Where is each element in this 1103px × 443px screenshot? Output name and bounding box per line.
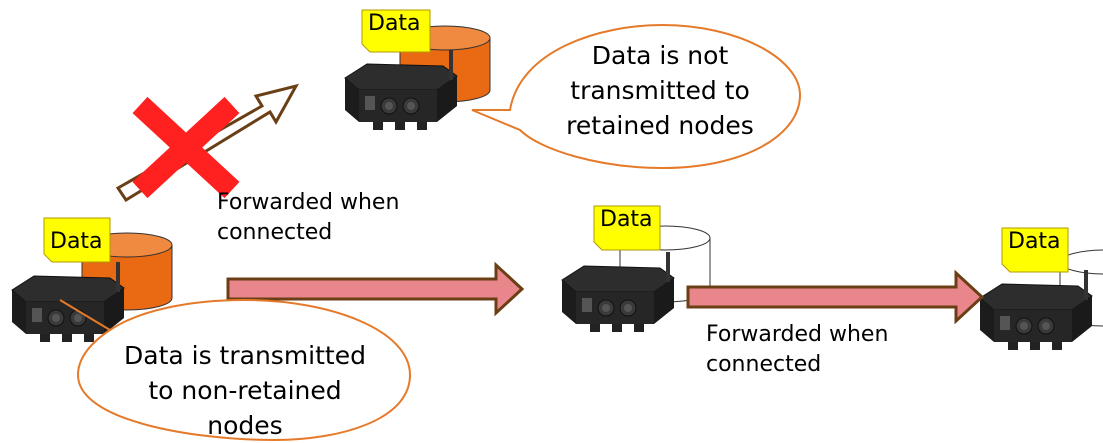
bubble-top-line: retained nodes — [566, 111, 754, 140]
bubble-bottom-text: Data is transmitted to non-retained node… — [95, 338, 395, 443]
source-node-left — [11, 217, 173, 343]
speech-bubble-top — [471, 23, 802, 170]
upper-forward-label: Forwarded when connected — [217, 188, 399, 248]
speech-bubble-bottom — [59, 298, 412, 442]
data-badge-icon — [593, 205, 661, 251]
bubble-top-line: Data is not — [591, 41, 729, 70]
non-retained-node-right — [979, 227, 1103, 351]
bubble-bottom-line: to non-retained — [148, 376, 342, 405]
data-badge-icon — [43, 217, 111, 263]
lower-forward-label-line: Forwarded when — [706, 322, 889, 347]
bubble-bottom-line: nodes — [207, 411, 283, 440]
blocked-cross-icon — [132, 96, 240, 199]
lower-forward-label-line: connected — [706, 352, 822, 377]
upper-forward-label-line: connected — [217, 220, 333, 245]
bubble-bottom-line: Data is transmitted — [124, 341, 366, 370]
data-label: Data — [1008, 229, 1061, 254]
data-label: Data — [600, 207, 653, 232]
forward-arrow-2 — [686, 269, 985, 325]
retained-node-top — [344, 9, 491, 131]
bubble-top-line: transmitted to — [570, 76, 750, 105]
bubble-top-text: Data is not transmitted to retained node… — [560, 38, 760, 143]
data-badge-icon — [1001, 227, 1069, 273]
upper-forward-label-line: Forwarded when — [217, 190, 400, 215]
data-label: Data — [368, 11, 421, 36]
data-badge-icon — [361, 9, 431, 53]
lower-forward-label: Forwarded when connected — [706, 320, 888, 380]
forward-arrow-1 — [226, 261, 525, 317]
data-label: Data — [50, 229, 103, 254]
